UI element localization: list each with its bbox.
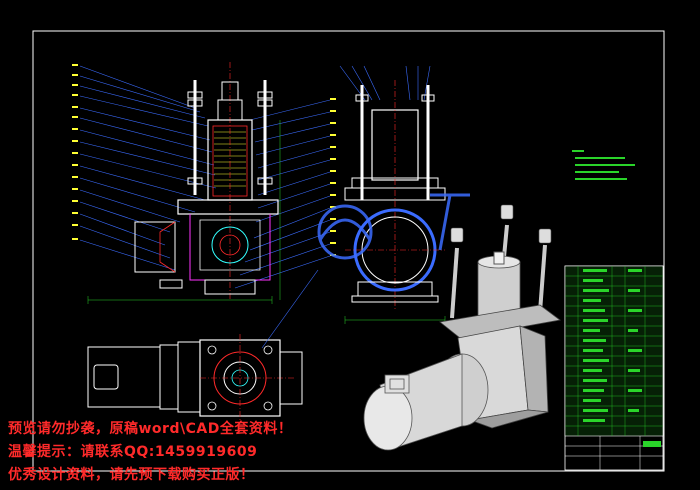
- isometric-view: [363, 204, 561, 451]
- valve-body: [134, 199, 279, 295]
- left-stud: [187, 80, 203, 195]
- watermark-line-1: 预览请勿抄袭，原稿word\CAD全套资料！: [8, 421, 293, 437]
- top-view: [87, 269, 319, 420]
- front-view: [339, 65, 446, 324]
- dimension-lines: [87, 120, 281, 304]
- watermark-line-2: 温馨提示：请联系QQ:1459919609: [8, 444, 258, 460]
- iso-plate: [439, 304, 561, 339]
- section-view: [72, 62, 336, 304]
- leader-lines-right: [234, 99, 331, 289]
- right-stud: [257, 80, 273, 195]
- bolt-holes: [207, 345, 273, 411]
- watermark-line-3: 优秀设计资料，请先预下载购买正版！: [8, 467, 255, 483]
- front-leaders: [339, 65, 431, 101]
- technical-notes: [572, 150, 635, 180]
- iso-nuts: [450, 204, 552, 244]
- callout-markers: [72, 64, 336, 256]
- actuator-cylinder: [207, 62, 253, 300]
- front-dimensions: [344, 316, 446, 324]
- drawing-frame: [32, 30, 665, 472]
- leader-lines-left: [79, 65, 217, 271]
- watermark-logo: [317, 193, 470, 260]
- parts-list: [564, 265, 664, 471]
